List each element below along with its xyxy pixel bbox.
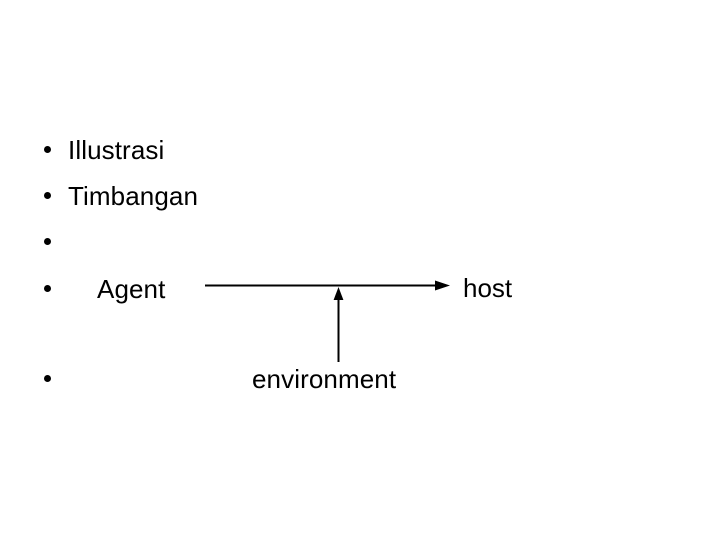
bullet-label-1: Illustrasi <box>68 135 165 165</box>
bullet-icon <box>44 375 51 382</box>
list-item: Timbangan <box>0 178 720 218</box>
list-item: environment <box>0 361 720 401</box>
bullet-icon <box>44 238 51 245</box>
bullet-icon <box>44 146 51 153</box>
list-item: Illustrasi <box>0 132 720 172</box>
list-item <box>0 224 720 264</box>
bullet-icon <box>44 285 51 292</box>
bullet-icon <box>44 192 51 199</box>
diagram-node-host: host <box>463 273 513 303</box>
list-item: Agent <box>0 271 720 311</box>
bullet-label-2: Timbangan <box>68 181 199 211</box>
diagram-node-agent: Agent <box>97 274 166 304</box>
diagram-node-environment: environment <box>252 364 397 394</box>
